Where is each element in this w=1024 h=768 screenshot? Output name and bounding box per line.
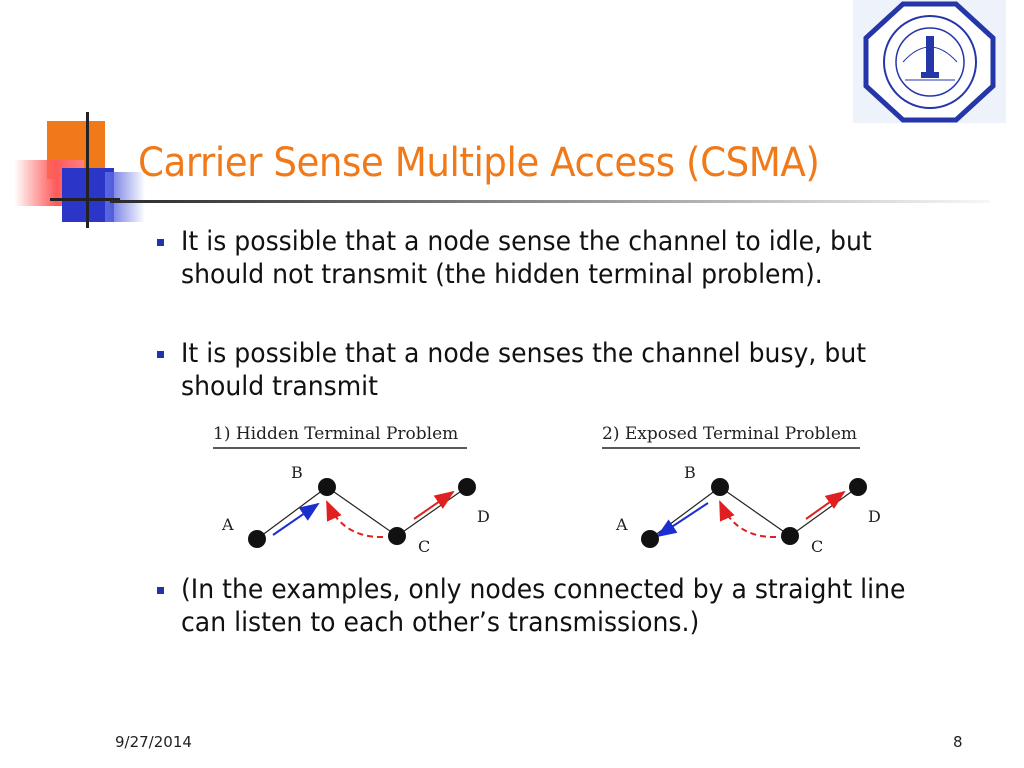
node-b [318,478,336,496]
node-a [641,530,659,548]
node-label: B [684,463,696,482]
transmit-arrow [656,502,709,538]
bullet-text: (In the examples, only nodes connected b… [181,574,906,638]
node-d [458,478,476,496]
bullet-marker [157,351,164,358]
decor-vertical-line [86,112,89,228]
bullet-exposed-terminal: It is possible that a node senses the ch… [155,337,1005,403]
node-label: A [615,515,628,534]
node-d [849,478,867,496]
transmit-arrow [805,490,846,520]
page-number: 8 [953,733,963,751]
title-divider [110,200,990,203]
diagram-caption: 2) Exposed Terminal Problem [602,424,857,444]
node-label: A [221,515,234,534]
node-label: B [291,463,303,482]
interference-arrow [326,500,384,539]
hidden-terminal-diagram: 1) Hidden Terminal Problem A B C D [205,418,495,567]
bullet-text: It is possible that a node sense the cha… [181,226,872,290]
node-label: C [418,537,430,556]
bullet-note: (In the examples, only nodes connected b… [155,573,1005,639]
decor-horizontal-line [50,198,120,201]
exposed-terminal-diagram: 2) Exposed Terminal Problem A B C D [594,418,894,567]
node-label: D [868,507,881,526]
node-c [388,527,406,545]
bullet-marker [157,239,164,246]
university-logo [853,0,1006,123]
transmit-arrow [272,502,320,536]
transmit-arrow [413,490,455,520]
interference-arrow [719,500,777,539]
bullet-text: It is possible that a node senses the ch… [181,338,867,402]
node-label: D [477,507,490,526]
decor-blue-glow [105,172,145,222]
diagram-caption: 1) Hidden Terminal Problem [213,424,458,444]
bullet-marker [157,587,164,594]
node-label: C [811,537,823,556]
node-c [781,527,799,545]
footer-date: 9/27/2014 [115,733,192,751]
bullet-hidden-terminal: It is possible that a node sense the cha… [155,225,1005,291]
node-b [711,478,729,496]
slide-title: Carrier Sense Multiple Access (CSMA) [138,140,820,186]
node-a [248,530,266,548]
